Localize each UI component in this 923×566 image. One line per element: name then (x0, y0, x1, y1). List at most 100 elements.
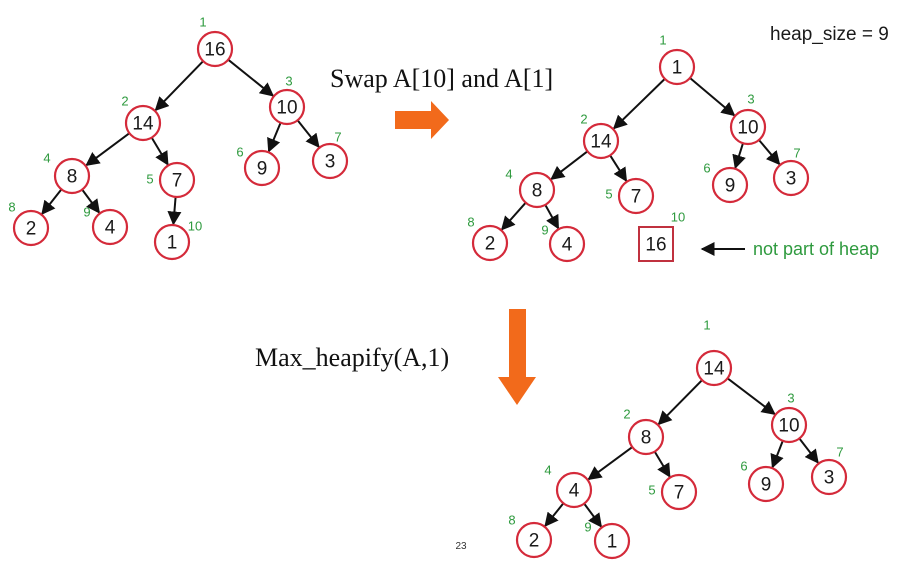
node-circle (582, 122, 620, 160)
node-value: 1 (672, 58, 683, 79)
node-index: 7 (793, 146, 800, 161)
node-index: 1 (703, 318, 710, 333)
node-value: 3 (325, 152, 336, 173)
heap-node: 37 (810, 445, 848, 496)
heapify-caption: Max_heapify(A,1) (255, 343, 449, 372)
node-index: 8 (8, 200, 15, 215)
node-circle (548, 225, 586, 263)
node-value: 8 (532, 181, 543, 202)
tree-edge (544, 204, 560, 230)
heap-node: 28 (8, 200, 50, 247)
node-value: 3 (824, 468, 835, 489)
heap-node: 142 (121, 94, 162, 142)
node-index: 3 (787, 391, 794, 406)
tree-edge (167, 196, 182, 226)
tree-edge (550, 150, 589, 180)
tree-edge (732, 142, 746, 170)
heap-node: 96 (740, 459, 785, 503)
heap-node: 103 (268, 74, 306, 126)
node-circle (471, 224, 509, 262)
tree-edge (500, 202, 527, 231)
swap-arrow-icon (395, 101, 449, 139)
node-circle (810, 458, 848, 496)
node-index: 6 (740, 459, 747, 474)
node-value: 10 (276, 98, 297, 119)
node-circle (770, 406, 808, 444)
node-circle (658, 48, 696, 86)
tree-edge (81, 189, 101, 214)
heap-node: 96 (703, 161, 749, 204)
node-circle (711, 166, 749, 204)
node-circle (12, 209, 50, 247)
tree-edge (85, 132, 130, 167)
tree-edge (657, 379, 703, 426)
tree-edge (689, 77, 736, 117)
swap-caption: Swap A[10] and A[1] (330, 64, 553, 93)
node-circle (772, 159, 810, 197)
heap-node: 75 (146, 161, 196, 199)
node-circle (695, 349, 733, 387)
node-circle (196, 30, 234, 68)
node-index: 10 (671, 210, 685, 225)
heap-node: 82 (623, 407, 665, 456)
node-value: 10 (778, 416, 799, 437)
node-value: 9 (761, 475, 772, 496)
tree-edge (609, 154, 628, 182)
node-circle (555, 471, 593, 509)
node-circle (729, 108, 767, 146)
tree-edge (267, 122, 282, 153)
node-circle (515, 521, 553, 559)
node-box (638, 226, 674, 262)
node-index: 2 (580, 112, 587, 127)
node-value: 4 (569, 481, 580, 502)
node-value: 16 (645, 235, 666, 256)
node-index: 9 (83, 205, 90, 220)
tree-edge (587, 446, 633, 481)
removed-note: not part of heap (753, 239, 879, 259)
node-circle (518, 171, 556, 209)
tree-edge (154, 60, 204, 112)
node-value: 9 (725, 176, 736, 197)
tree-edge (296, 119, 320, 148)
heap-node: 103 (729, 92, 767, 146)
node-index: 2 (121, 94, 128, 109)
heap-node: 75 (605, 177, 655, 215)
heapify-arrow-icon (498, 309, 536, 405)
tree-edge (150, 137, 169, 166)
node-index: 8 (508, 513, 515, 528)
node-index: 9 (584, 520, 591, 535)
node-index: 10 (188, 219, 202, 234)
node-value: 2 (26, 219, 37, 240)
node-value: 1 (167, 233, 178, 254)
node-index: 5 (146, 172, 153, 187)
node-circle (593, 522, 631, 560)
node-circle (153, 223, 191, 261)
tree-edge (726, 377, 776, 415)
node-index: 2 (623, 407, 630, 422)
tree-edge (798, 437, 819, 464)
node-value: 16 (204, 40, 225, 61)
heap-node: 75 (648, 473, 698, 511)
node-index: 6 (236, 145, 243, 160)
heap-node: 84 (505, 167, 556, 209)
heap-node: 141 (695, 318, 733, 387)
tree-edge (227, 58, 275, 97)
node-circle (158, 161, 196, 199)
node-circle (660, 473, 698, 511)
node-value: 8 (641, 428, 652, 449)
tree-edge (770, 440, 784, 469)
node-index: 6 (703, 161, 710, 176)
node-value: 1 (607, 532, 618, 553)
node-circle (311, 142, 349, 180)
node-value: 7 (631, 187, 642, 208)
node-circle (53, 157, 91, 195)
heap-node: 1 10 (153, 219, 202, 261)
node-value: 2 (485, 234, 496, 255)
tree-edge (583, 503, 603, 528)
tree-edge (41, 188, 63, 215)
node-index: 7 (334, 130, 341, 145)
